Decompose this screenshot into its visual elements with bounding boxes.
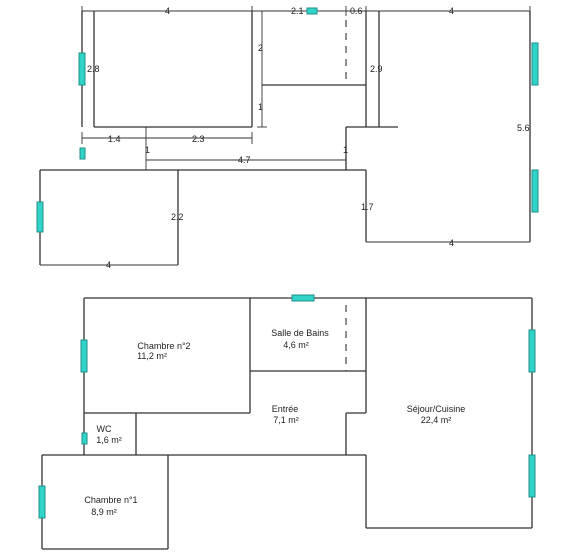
- room-name-sejour: Séjour/Cuisine: [407, 404, 466, 414]
- room-area-wc: 1,6 m²: [96, 435, 122, 445]
- dim-label: 2.1: [291, 6, 304, 16]
- dim-label: 1: [145, 145, 150, 155]
- room-name-wc: WC: [97, 424, 112, 434]
- dim-label: 1: [343, 145, 348, 155]
- window: [291, 294, 315, 302]
- window: [531, 169, 539, 213]
- room-name-entree: Entrée: [272, 404, 299, 414]
- dim-label: 2: [258, 43, 263, 53]
- room-name-salle-bains: Salle de Bains: [271, 328, 329, 338]
- dim-label: 5.6: [517, 123, 530, 133]
- dim-label: 4: [449, 238, 454, 248]
- window: [36, 201, 44, 233]
- window: [80, 339, 88, 373]
- room-area-entree: 7,1 m²: [273, 415, 299, 425]
- dim-label: 2.9: [370, 64, 383, 74]
- window: [38, 485, 46, 519]
- window: [81, 432, 88, 445]
- dim-label: 1.4: [108, 134, 121, 144]
- window: [79, 147, 86, 160]
- dim-label: 4: [165, 6, 170, 16]
- dim-label: 2.8: [87, 64, 100, 74]
- room-name-chambre2: Chambre n°2: [137, 341, 190, 351]
- dim-label: 2.2: [171, 212, 184, 222]
- dim-label: 4: [449, 6, 454, 16]
- room-area-chambre1: 8,9 m²: [91, 507, 117, 517]
- window: [528, 329, 536, 373]
- room-area-salle-bains: 4,6 m²: [283, 340, 309, 350]
- dim-label: 0.6: [350, 6, 363, 16]
- window: [531, 42, 539, 86]
- window: [528, 454, 536, 498]
- dim-label: 4.7: [238, 155, 251, 165]
- room-name-chambre1: Chambre n°1: [84, 495, 137, 505]
- dim-label: 1: [258, 102, 263, 112]
- room-plan: Chambre n°2 11,2 m² Salle de Bains 4,6 m…: [38, 294, 536, 550]
- window: [306, 7, 318, 15]
- dim-label: 2.3: [192, 134, 205, 144]
- dim-label: 1.7: [361, 202, 374, 212]
- dim-label: 4: [106, 260, 111, 270]
- dimension-plan: 4 2.1 0.6 4 2.8 2 1 2.9 5.6 1.4 2.3 1 1 …: [36, 6, 539, 270]
- window: [78, 52, 86, 86]
- room-area-sejour: 22,4 m²: [421, 415, 452, 425]
- room-area-chambre2: 11,2 m²: [137, 351, 167, 361]
